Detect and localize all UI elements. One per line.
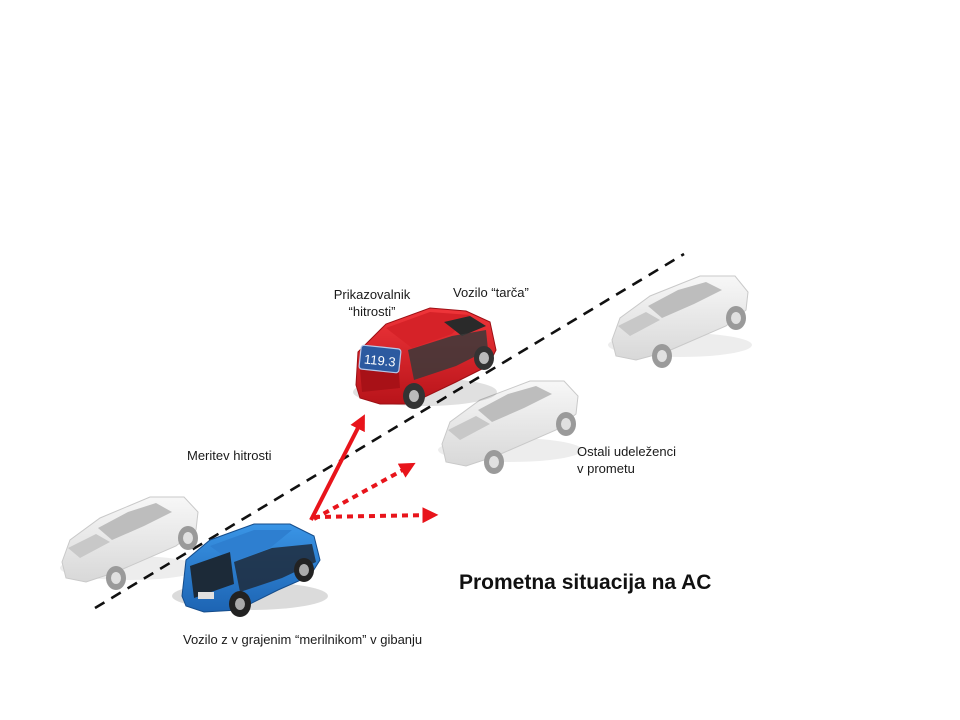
measurement-arrow-solid: [309, 414, 365, 521]
speed-display-panel: [358, 344, 402, 374]
measurement-arrow-dotted-lower: [313, 507, 439, 524]
measurement-arrows: [309, 414, 439, 524]
label-target-vehicle: Vozilo “tarča”: [453, 285, 529, 300]
label-other-participants-line1: Ostali udeleženci: [577, 444, 676, 459]
label-other-participants-line2: v prometu: [577, 461, 635, 476]
measurement-arrow-dotted-upper: [313, 462, 416, 521]
label-other-participants: Ostali udeleženci v prometu: [577, 443, 676, 477]
target-vehicle-red: [353, 307, 497, 409]
label-speed-display-line1: Prikazovalnik: [333, 287, 411, 302]
measuring-vehicle-blue: [172, 523, 328, 617]
speed-display-value: 119.3: [363, 351, 396, 369]
label-speed-display-line2: “hitrosti”: [348, 304, 396, 319]
lane-divider-line: [94, 252, 685, 610]
other-vehicle-left: [60, 496, 200, 590]
slide-title: Prometna situacija na AC: [459, 571, 712, 594]
label-speed-measurement: Meritev hitrosti: [187, 448, 272, 463]
other-vehicle-middle: [438, 380, 582, 474]
label-speed-display: Prikazovalnik “hitrosti”: [322, 286, 422, 320]
other-vehicle-far: [608, 275, 752, 368]
label-measuring-vehicle: Vozilo z v grajenim “merilnikom” v giban…: [183, 632, 423, 647]
